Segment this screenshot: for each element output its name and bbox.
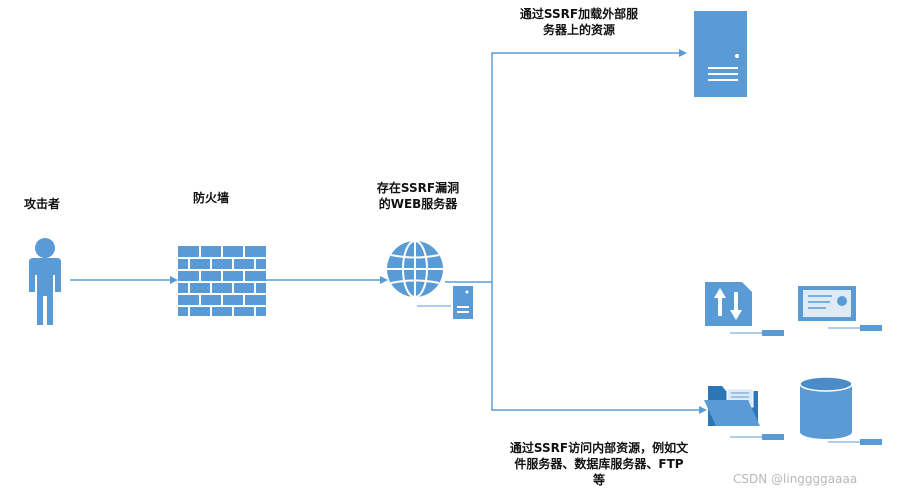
internal-resource-label-line3: 等 [592,473,605,487]
vulnerable-server-label-line2: 的WEB服务器 [378,197,458,211]
vulnerable-server-label: 存在SSRF漏洞 的WEB服务器 [372,180,464,212]
arrowheads [170,49,707,414]
vulnerable-server-label-line1: 存在SSRF漏洞 [376,181,460,195]
internal-resource-label: 通过SSRF访问内部资源，例如文 件服务器、数据库服务器、FTP 等 [488,440,710,488]
firewall-label: 防火墙 [193,191,230,205]
database-cylinder-icon [799,376,882,445]
small-server-icon [417,286,473,319]
arrowhead-internal [699,406,707,414]
branch-to-external-line [491,52,680,282]
open-folder-icon [704,386,784,440]
server-tower-icon [694,11,747,97]
external-resource-label-line1: 通过SSRF加载外部服 [519,7,639,21]
watermark: CSDN @linggggaaaa [733,472,858,486]
internal-resource-label-line1: 通过SSRF访问内部资源，例如文 [509,441,689,455]
brick-wall-icon [178,246,266,316]
internal-resource-label-line2: 件服务器、数据库服务器、FTP [514,457,684,471]
globe-icon [387,240,443,298]
arrowhead-external [679,49,687,57]
external-resource-label: 通过SSRF加载外部服 务器上的资源 [507,6,651,38]
external-resource-label-line2: 务器上的资源 [542,23,615,37]
connectors [70,52,700,411]
arrowhead-firewall [170,276,178,284]
attacker-label: 攻击者 [24,197,61,211]
person-icon [29,238,61,325]
arrowhead-server [380,276,388,284]
transfer-icon [705,282,784,336]
branch-to-internal-line [491,282,700,411]
certificate-monitor-icon [798,286,882,331]
